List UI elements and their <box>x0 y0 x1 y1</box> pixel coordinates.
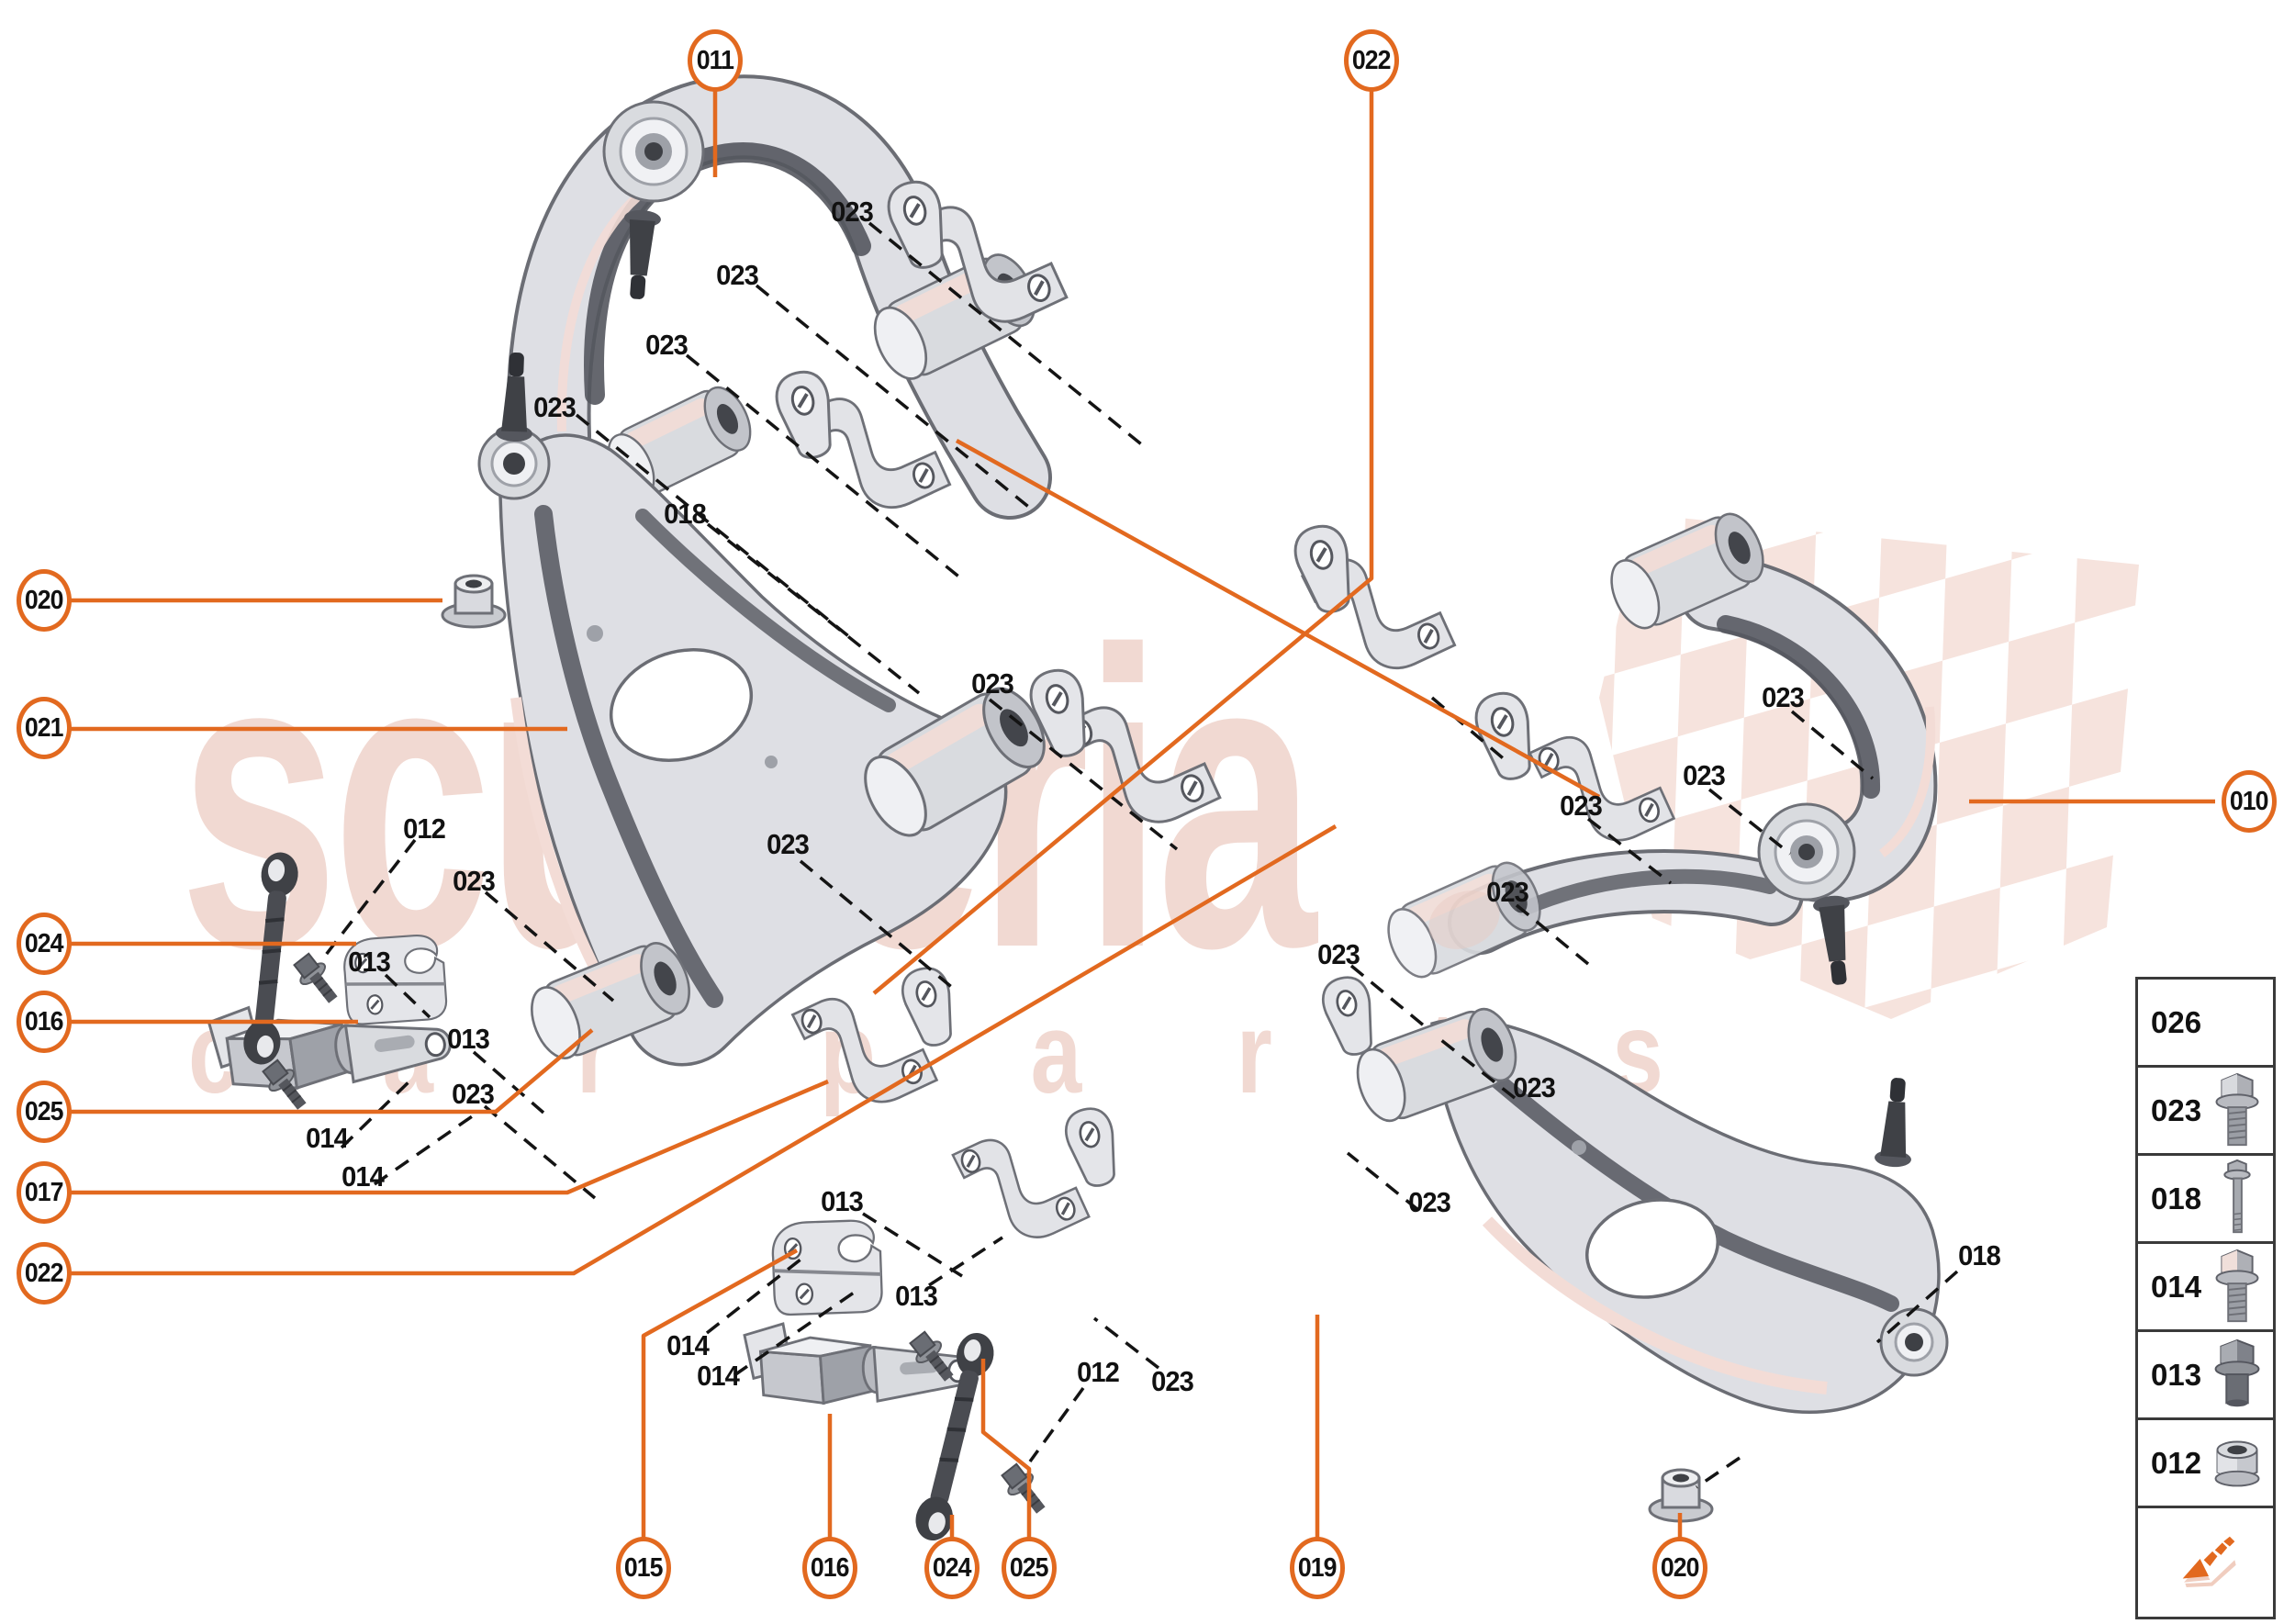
part-label-text: 019 <box>1298 1552 1338 1583</box>
part-label-circle-016[interactable]: 016 <box>17 991 72 1053</box>
part-label-circle-019[interactable]: 019 <box>1290 1537 1345 1599</box>
part-callout-023: 023 <box>1762 681 1805 713</box>
part-callout-023: 023 <box>1408 1186 1451 1218</box>
part-label-text: 021 <box>25 712 64 743</box>
part-callout-014: 014 <box>341 1160 385 1193</box>
arm-bushing-left <box>441 574 507 629</box>
exploded-alignment-dashed-lines <box>324 221 1959 1489</box>
part-label-circle-024[interactable]: 024 <box>924 1537 980 1599</box>
part-callout-023: 023 <box>1486 876 1529 908</box>
part-callout-023: 023 <box>1513 1071 1556 1103</box>
legend-row-012: 012 <box>2138 1420 2273 1508</box>
part-callout-013: 013 <box>348 946 391 978</box>
part-callout-018: 018 <box>1958 1239 2001 1271</box>
bolt-flange-medium-light-icon <box>2209 1247 2266 1327</box>
part-label-text: 024 <box>933 1552 972 1583</box>
part-label-circle-020[interactable]: 020 <box>1652 1537 1707 1599</box>
legend-part-number: 023 <box>2151 1092 2202 1127</box>
upper-control-arm-left-drawing <box>506 74 1052 520</box>
part-callout-013: 013 <box>447 1023 490 1055</box>
part-label-circle-015[interactable]: 015 <box>616 1537 671 1599</box>
legend-row-023: 023 <box>2138 1068 2273 1156</box>
nut-flange-icon <box>2209 1423 2266 1504</box>
part-label-circle-025[interactable]: 025 <box>17 1081 72 1143</box>
part-callout-023: 023 <box>716 259 759 291</box>
legend-row-014: 014 <box>2138 1244 2273 1332</box>
part-label-text: 024 <box>25 928 64 958</box>
bolt-flange-short-icon <box>2209 1335 2266 1416</box>
lower-control-arm-right-drawing <box>1347 1000 1949 1414</box>
part-label-circle-021[interactable]: 021 <box>17 697 72 759</box>
part-label-circle-016[interactable]: 016 <box>802 1537 857 1599</box>
part-callout-012: 012 <box>1077 1356 1120 1388</box>
legend-part-number: 014 <box>2151 1269 2202 1304</box>
part-callout-013: 013 <box>821 1185 864 1217</box>
part-label-circle-022[interactable]: 022 <box>1344 29 1399 92</box>
legend-part-number: 018 <box>2151 1181 2202 1215</box>
label-leader-lines <box>70 90 2215 1540</box>
part-callout-023: 023 <box>533 391 577 423</box>
legend-row-013: 013 <box>2138 1332 2273 1420</box>
legend-row-026: 026 <box>2138 980 2273 1068</box>
part-label-text: 020 <box>1661 1552 1700 1583</box>
part-label-circle-025[interactable]: 025 <box>1002 1537 1057 1599</box>
part-callout-013: 013 <box>895 1280 938 1312</box>
upper-control-arm-right-drawing <box>1377 504 1938 987</box>
part-label-text: 011 <box>696 45 734 75</box>
part-label-circle-017[interactable]: 017 <box>17 1161 72 1224</box>
legend-part-number: 026 <box>2151 1004 2202 1039</box>
part-callout-014: 014 <box>666 1329 710 1361</box>
part-callout-023: 023 <box>452 1078 495 1110</box>
part-callout-018: 018 <box>664 498 707 530</box>
part-label-text: 010 <box>2230 786 2269 816</box>
brand-arrow-logo-icon <box>2180 1522 2237 1603</box>
legend-part-number: 013 <box>2151 1357 2202 1392</box>
part-callout-023: 023 <box>1151 1365 1194 1397</box>
bolt-flange-medium-icon <box>2209 1070 2266 1151</box>
lower-control-arm-left-drawing <box>477 352 1059 1069</box>
part-callout-012: 012 <box>403 812 446 845</box>
part-label-text: 020 <box>25 585 64 615</box>
part-callout-023: 023 <box>453 865 496 897</box>
part-label-circle-022[interactable]: 022 <box>17 1242 72 1305</box>
part-label-text: 025 <box>25 1096 64 1126</box>
part-callout-023: 023 <box>971 667 1014 700</box>
legend-row-018: 018 <box>2138 1156 2273 1244</box>
part-label-text: 022 <box>25 1258 64 1288</box>
part-callout-023: 023 <box>645 329 688 361</box>
part-label-text: 022 <box>1352 45 1392 75</box>
part-label-text: 016 <box>25 1006 64 1036</box>
part-callout-023: 023 <box>831 196 874 228</box>
part-label-circle-011[interactable]: 011 <box>688 29 743 92</box>
part-label-circle-020[interactable]: 020 <box>17 569 72 632</box>
part-label-text: 015 <box>624 1552 664 1583</box>
part-label-text: 016 <box>811 1552 850 1583</box>
part-callout-023: 023 <box>1317 938 1360 970</box>
part-label-text: 025 <box>1010 1552 1049 1583</box>
part-callout-023: 023 <box>1683 759 1726 791</box>
bolt-long-thin-icon <box>2209 1159 2266 1239</box>
part-label-circle-010[interactable]: 010 <box>2222 770 2277 833</box>
part-callout-023: 023 <box>1560 790 1603 822</box>
part-callout-014: 014 <box>697 1360 740 1392</box>
part-label-text: 017 <box>25 1177 64 1207</box>
fastener-legend-table: 026 023 018 014 013 012 <box>2135 977 2276 1619</box>
legend-brand-logo-row <box>2138 1508 2273 1617</box>
part-callout-023: 023 <box>767 828 810 860</box>
part-callout-014: 014 <box>306 1122 349 1154</box>
part-label-circle-024[interactable]: 024 <box>17 913 72 975</box>
legend-part-number: 012 <box>2151 1445 2202 1480</box>
